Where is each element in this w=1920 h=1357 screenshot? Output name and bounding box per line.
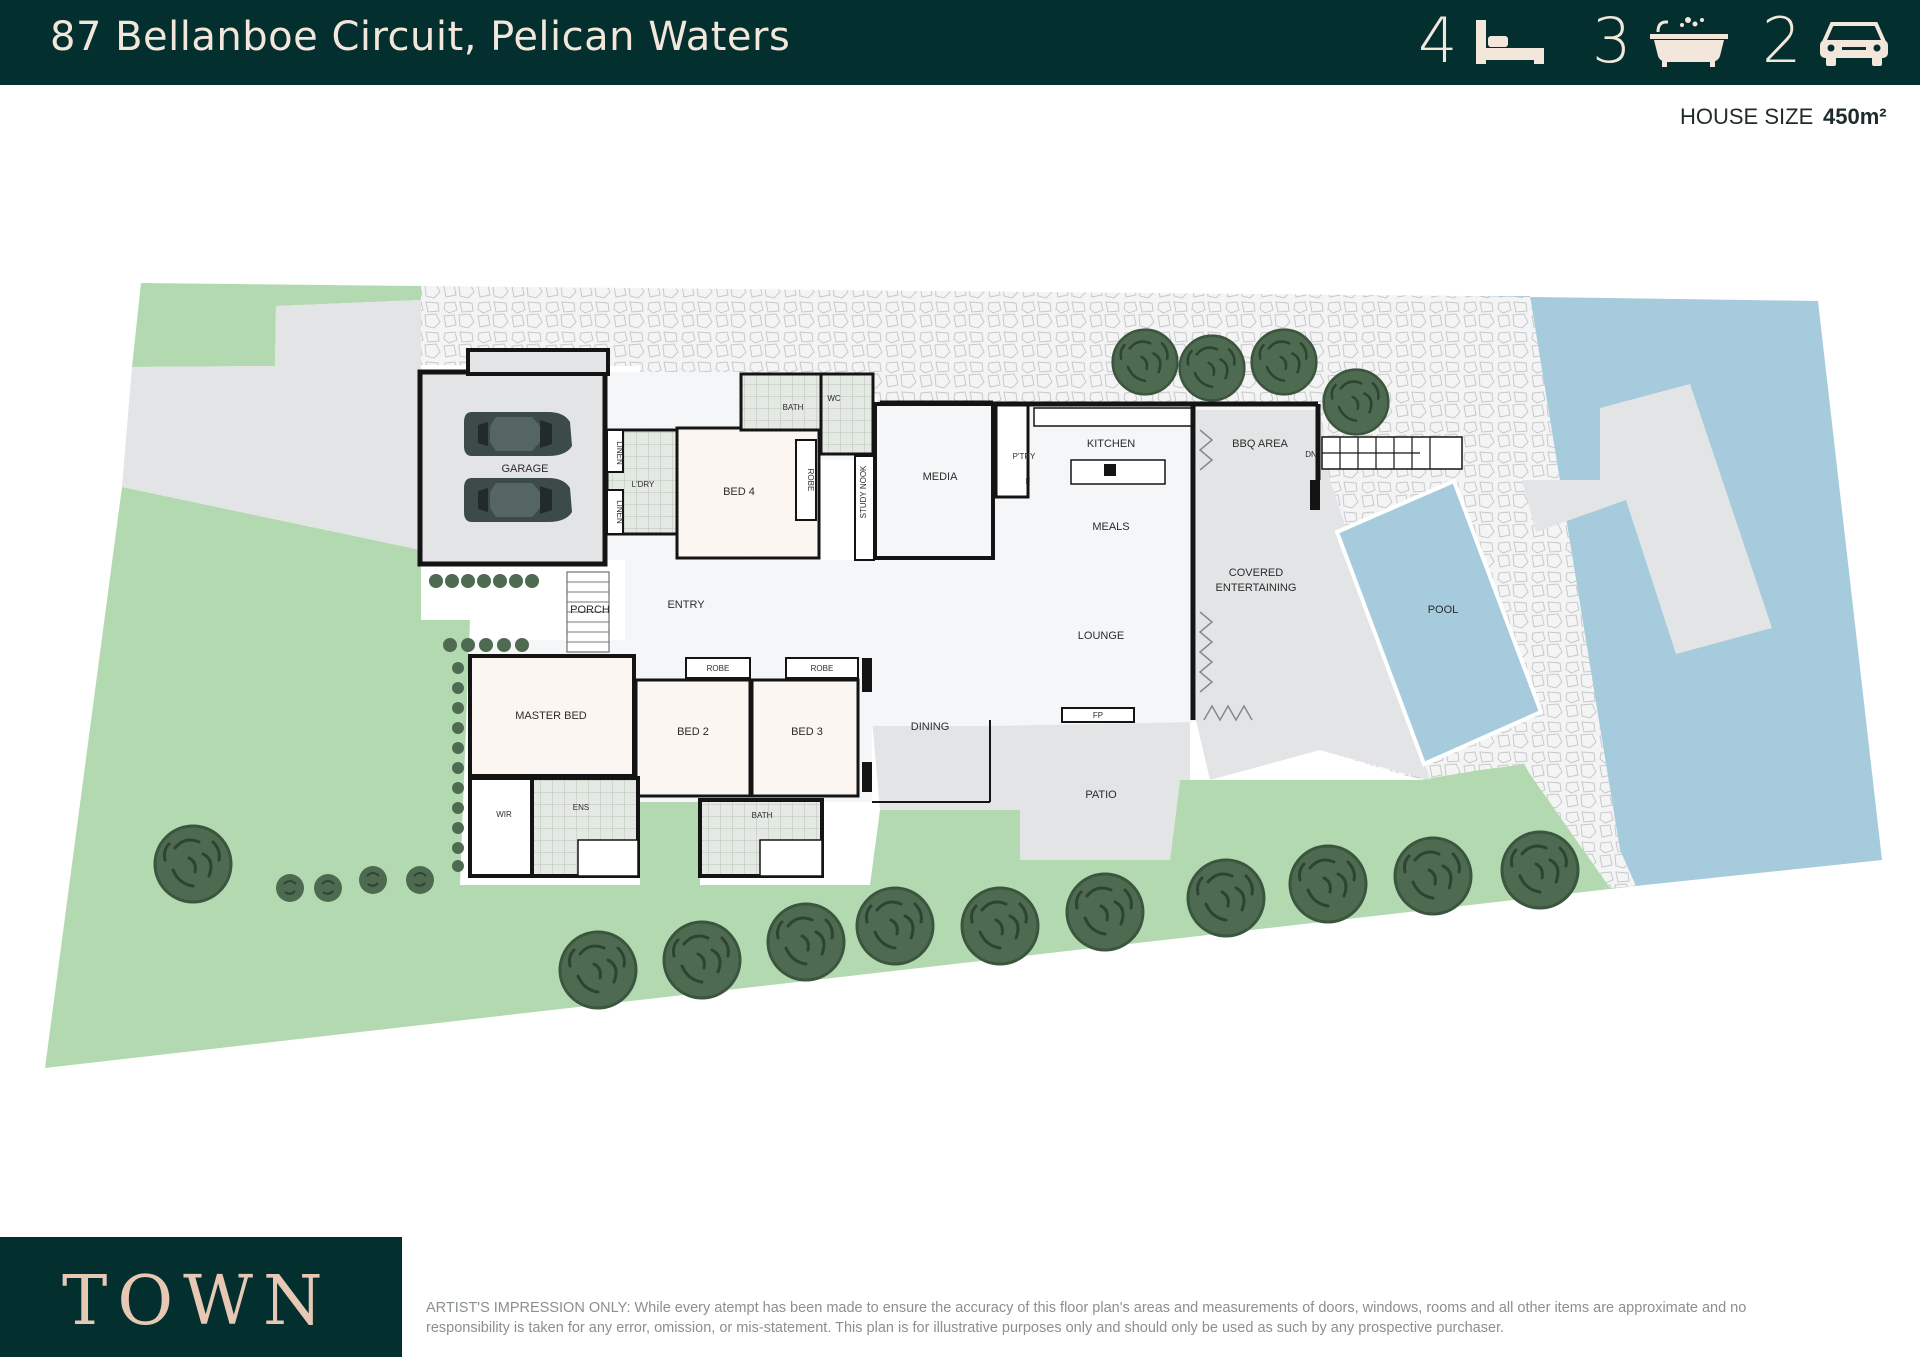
label-linen-2: LINEN bbox=[615, 500, 624, 524]
driveway bbox=[122, 300, 421, 550]
label-covered: COVERED bbox=[1229, 567, 1283, 579]
label-pantry: P'TRY bbox=[1013, 452, 1036, 461]
bed3-room bbox=[750, 678, 860, 798]
label-dn: DN bbox=[1305, 450, 1317, 459]
footer-brand-panel bbox=[0, 1237, 402, 1357]
bed-icon bbox=[1476, 20, 1544, 64]
label-wir: WIR bbox=[496, 810, 512, 819]
property-address: 87 Bellanboe Circuit, Pelican Waters bbox=[50, 14, 791, 60]
brand-logo: TOWN bbox=[62, 1262, 333, 1341]
label-laundry: L'DRY bbox=[632, 480, 655, 489]
label-bath-top: BATH bbox=[783, 403, 804, 412]
pool-water bbox=[1334, 478, 1544, 767]
media-room bbox=[873, 402, 995, 560]
car-icon bbox=[1820, 22, 1888, 66]
rear-lawn bbox=[132, 283, 421, 367]
label-bed2: BED 2 bbox=[677, 726, 709, 738]
label-robe-bed3: ROBE bbox=[811, 664, 834, 673]
label-robe-bed4: ROBE bbox=[806, 469, 815, 492]
label-master-bed: MASTER BED bbox=[515, 710, 587, 722]
patio-pavement bbox=[872, 710, 1190, 860]
label-bed3: BED 3 bbox=[791, 726, 823, 738]
label-entertaining: ENTERTAINING bbox=[1216, 582, 1297, 594]
label-robe-bed2: ROBE bbox=[707, 664, 730, 673]
label-kitchen: KITCHEN bbox=[1087, 438, 1135, 450]
label-garage: GARAGE bbox=[501, 463, 548, 475]
label-study-nook: STUDY NOOK bbox=[859, 465, 868, 518]
label-bed4: BED 4 bbox=[723, 486, 755, 498]
bed2-room bbox=[634, 678, 752, 798]
bathtub-icon bbox=[1650, 17, 1728, 67]
label-wc: WC bbox=[827, 394, 841, 403]
label-ensuite: ENS bbox=[573, 803, 589, 812]
label-fireplace: FP bbox=[1093, 711, 1103, 720]
disclaimer-text: ARTIST'S IMPRESSION ONLY: While every at… bbox=[426, 1300, 1747, 1336]
house-size-label: HOUSE SIZE bbox=[1680, 104, 1814, 129]
label-dining: DINING bbox=[911, 721, 950, 733]
label-patio: PATIO bbox=[1085, 789, 1117, 801]
label-meals: MEALS bbox=[1092, 521, 1129, 533]
floor-plan: GARAGE LINEN LINEN L'DRY BED 4 ROBE BATH… bbox=[45, 283, 1882, 1068]
label-porch: PORCH bbox=[570, 604, 610, 616]
label-entry: ENTRY bbox=[667, 599, 705, 611]
master-bed-room bbox=[468, 654, 636, 778]
label-lounge: LOUNGE bbox=[1078, 630, 1124, 642]
kitchen-island bbox=[1070, 459, 1166, 485]
label-media: MEDIA bbox=[923, 471, 959, 483]
label-fridge: F bbox=[1026, 477, 1031, 486]
label-pool: POOL bbox=[1428, 604, 1459, 616]
bathroom-count: 3 bbox=[1592, 4, 1632, 77]
label-linen-1: LINEN bbox=[615, 441, 624, 465]
car-space-count: 2 bbox=[1762, 4, 1802, 77]
label-bbq-area: BBQ AREA bbox=[1232, 438, 1288, 450]
label-bath-bottom: BATH bbox=[752, 811, 773, 820]
header-bar: 87 Bellanboe Circuit, Pelican Waters 4 3… bbox=[0, 0, 1920, 85]
bedroom-count: 4 bbox=[1418, 4, 1458, 77]
house-size-value: 450m² bbox=[1823, 104, 1887, 129]
